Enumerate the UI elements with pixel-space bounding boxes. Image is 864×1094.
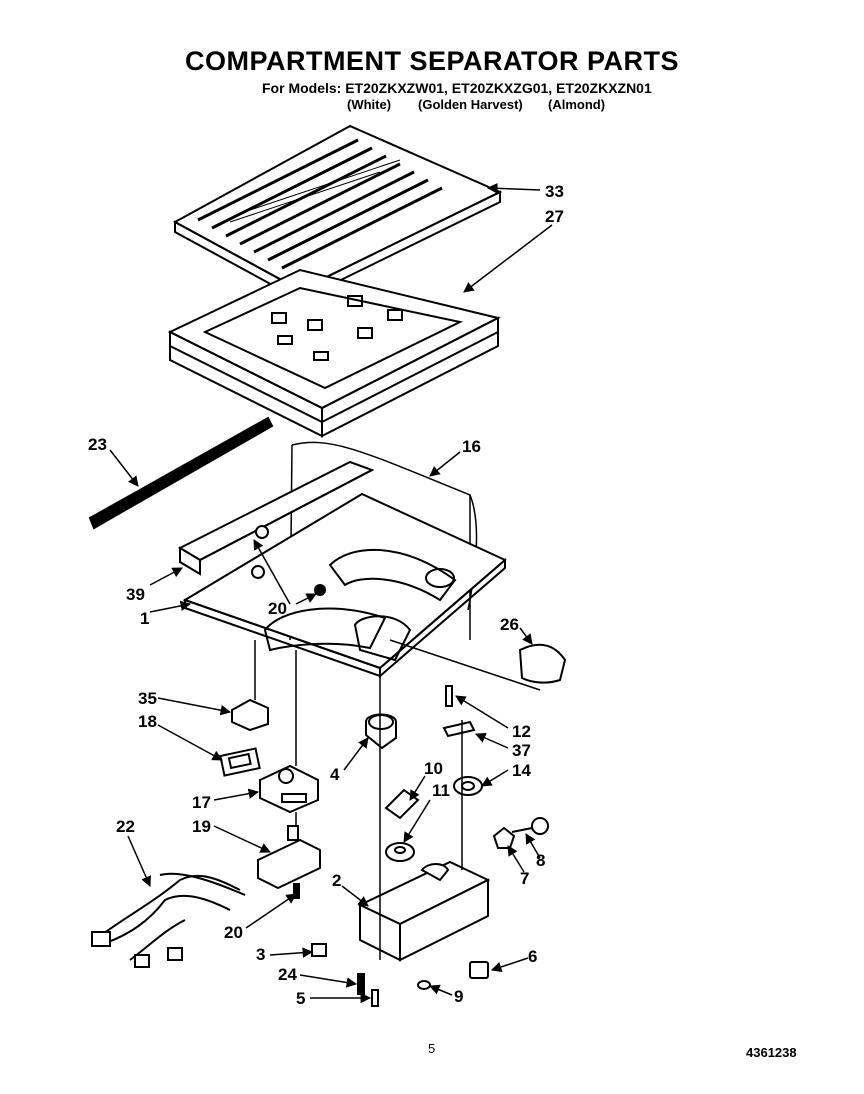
part-9-nut [417,980,431,990]
part-7-lamp-socket [492,826,516,849]
page-number: 5 [428,1041,436,1056]
part-5-screw [371,989,379,1007]
callout-7: 7 [520,869,529,888]
finish-white: (White) [347,97,392,112]
finish-golden-harvest: (Golden Harvest) [418,97,523,112]
part-27-separator-frame [167,268,501,438]
callout-11: 11 [432,781,450,800]
part-8-lamp [511,817,549,835]
callout-35: 35 [138,689,157,708]
part-19-mounting-plate [257,825,321,890]
part-39-channel [177,460,375,579]
part-3-connector [311,943,327,957]
callout-8: 8 [536,851,545,870]
callout-10: 10 [424,759,443,778]
part-35-clip [231,698,269,732]
callout-19: 19 [192,817,211,836]
callout-9: 9 [454,987,463,1006]
callout-23: 23 [88,435,107,454]
callout-33: 33 [545,182,564,201]
callout-4: 4 [330,765,340,784]
callout-6: 6 [528,947,537,966]
part-33-cover-grille [172,124,503,302]
part-18-bracket [219,747,261,777]
callout-20-lower: 20 [224,923,243,942]
part-20-screw [293,584,326,899]
part-12-screw [445,685,453,707]
callout-16: 16 [462,437,481,456]
part-23-strip [88,416,274,530]
part-14-grommet [453,776,483,796]
part-26-cover [518,643,567,684]
assembly-guide-lines [254,639,541,960]
finish-almond: (Almond) [548,97,606,112]
callout-17: 17 [192,793,211,812]
part-37-gasket [442,720,476,738]
part-6-switch [469,961,489,979]
part-17-control-housing [259,764,319,814]
callout-2: 2 [332,871,341,890]
page-title: COMPARTMENT SEPARATOR PARTS [184,46,679,76]
callout-5: 5 [296,989,305,1008]
callout-14: 14 [512,761,531,780]
callout-39: 39 [126,585,145,604]
models-line: For Models: ET20ZKXZW01, ET20ZKXZG01, ET… [262,80,652,96]
part-2-control-bracket [357,860,491,962]
part-11-dial [385,842,415,862]
callout-27: 27 [545,207,564,226]
callout-18: 18 [138,712,157,731]
callout-12: 12 [512,722,531,741]
callout-24: 24 [278,965,297,984]
callout-37: 37 [512,741,531,760]
callout-1: 1 [140,609,149,628]
document-number: 4361238 [746,1045,797,1060]
part-22-wire-harness [91,872,246,968]
callout-3: 3 [256,945,265,964]
callout-leaders [109,183,553,1004]
callout-26: 26 [500,615,519,634]
callout-labels: 33 27 23 16 39 1 20 26 35 18 12 37 14 4 … [88,182,564,1008]
part-4-knob [365,713,397,750]
part-24-screw [357,973,365,995]
callout-22: 22 [116,817,135,836]
callout-20-upper: 20 [268,599,287,618]
